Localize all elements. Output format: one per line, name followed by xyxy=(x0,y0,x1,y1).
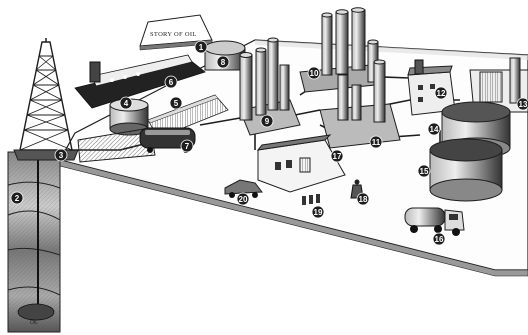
marker-8: 8 xyxy=(217,56,229,68)
well-cross-section: OIL xyxy=(8,152,60,332)
marker-18-label: 18 xyxy=(359,195,368,204)
well-oil-label: OIL xyxy=(30,320,38,326)
marker-9-label: 9 xyxy=(265,117,270,126)
marker-8-label: 8 xyxy=(221,58,226,67)
sign-title: STORY OF OIL xyxy=(150,31,197,38)
marker-16-label: 16 xyxy=(435,235,444,244)
marker-14-label: 14 xyxy=(430,125,439,134)
marker-1-label: 1 xyxy=(199,43,204,52)
marker-10: 10 xyxy=(308,67,320,79)
marker-2: 2 xyxy=(11,192,23,204)
marker-12: 12 xyxy=(435,87,447,99)
marker-1: 1 xyxy=(195,41,207,53)
marker-20: 20 xyxy=(237,193,249,205)
marker-3-label: 3 xyxy=(59,151,64,160)
storage-tank-15 xyxy=(430,139,502,201)
marker-5: 5 xyxy=(170,97,182,109)
marker-15-label: 15 xyxy=(420,167,429,176)
marker-11-label: 11 xyxy=(372,138,381,147)
marker-13-label: 13 xyxy=(519,100,528,109)
marker-20-label: 20 xyxy=(239,195,248,204)
marker-17: 17 xyxy=(331,150,343,162)
marker-5-label: 5 xyxy=(174,99,179,108)
marker-9: 9 xyxy=(261,115,273,127)
marker-6: 6 xyxy=(165,76,177,88)
marker-17-label: 17 xyxy=(333,152,342,161)
marker-15: 15 xyxy=(418,165,430,177)
marker-2-label: 2 xyxy=(15,194,20,203)
marker-10-label: 10 xyxy=(310,69,319,78)
marker-14: 14 xyxy=(428,123,440,135)
marker-11: 11 xyxy=(370,136,382,148)
marker-13: 13 xyxy=(517,98,528,110)
oil-derrick xyxy=(14,38,78,160)
marker-16: 16 xyxy=(433,233,445,245)
marker-12-label: 12 xyxy=(437,89,446,98)
marker-7: 7 xyxy=(181,140,193,152)
marker-7-label: 7 xyxy=(185,142,190,151)
marker-6-label: 6 xyxy=(169,78,174,87)
marker-19: 19 xyxy=(312,206,324,218)
marker-3: 3 xyxy=(55,149,67,161)
marker-19-label: 19 xyxy=(314,208,323,217)
marker-4: 4 xyxy=(120,97,132,109)
marker-18: 18 xyxy=(357,193,369,205)
marker-4-label: 4 xyxy=(124,99,129,108)
